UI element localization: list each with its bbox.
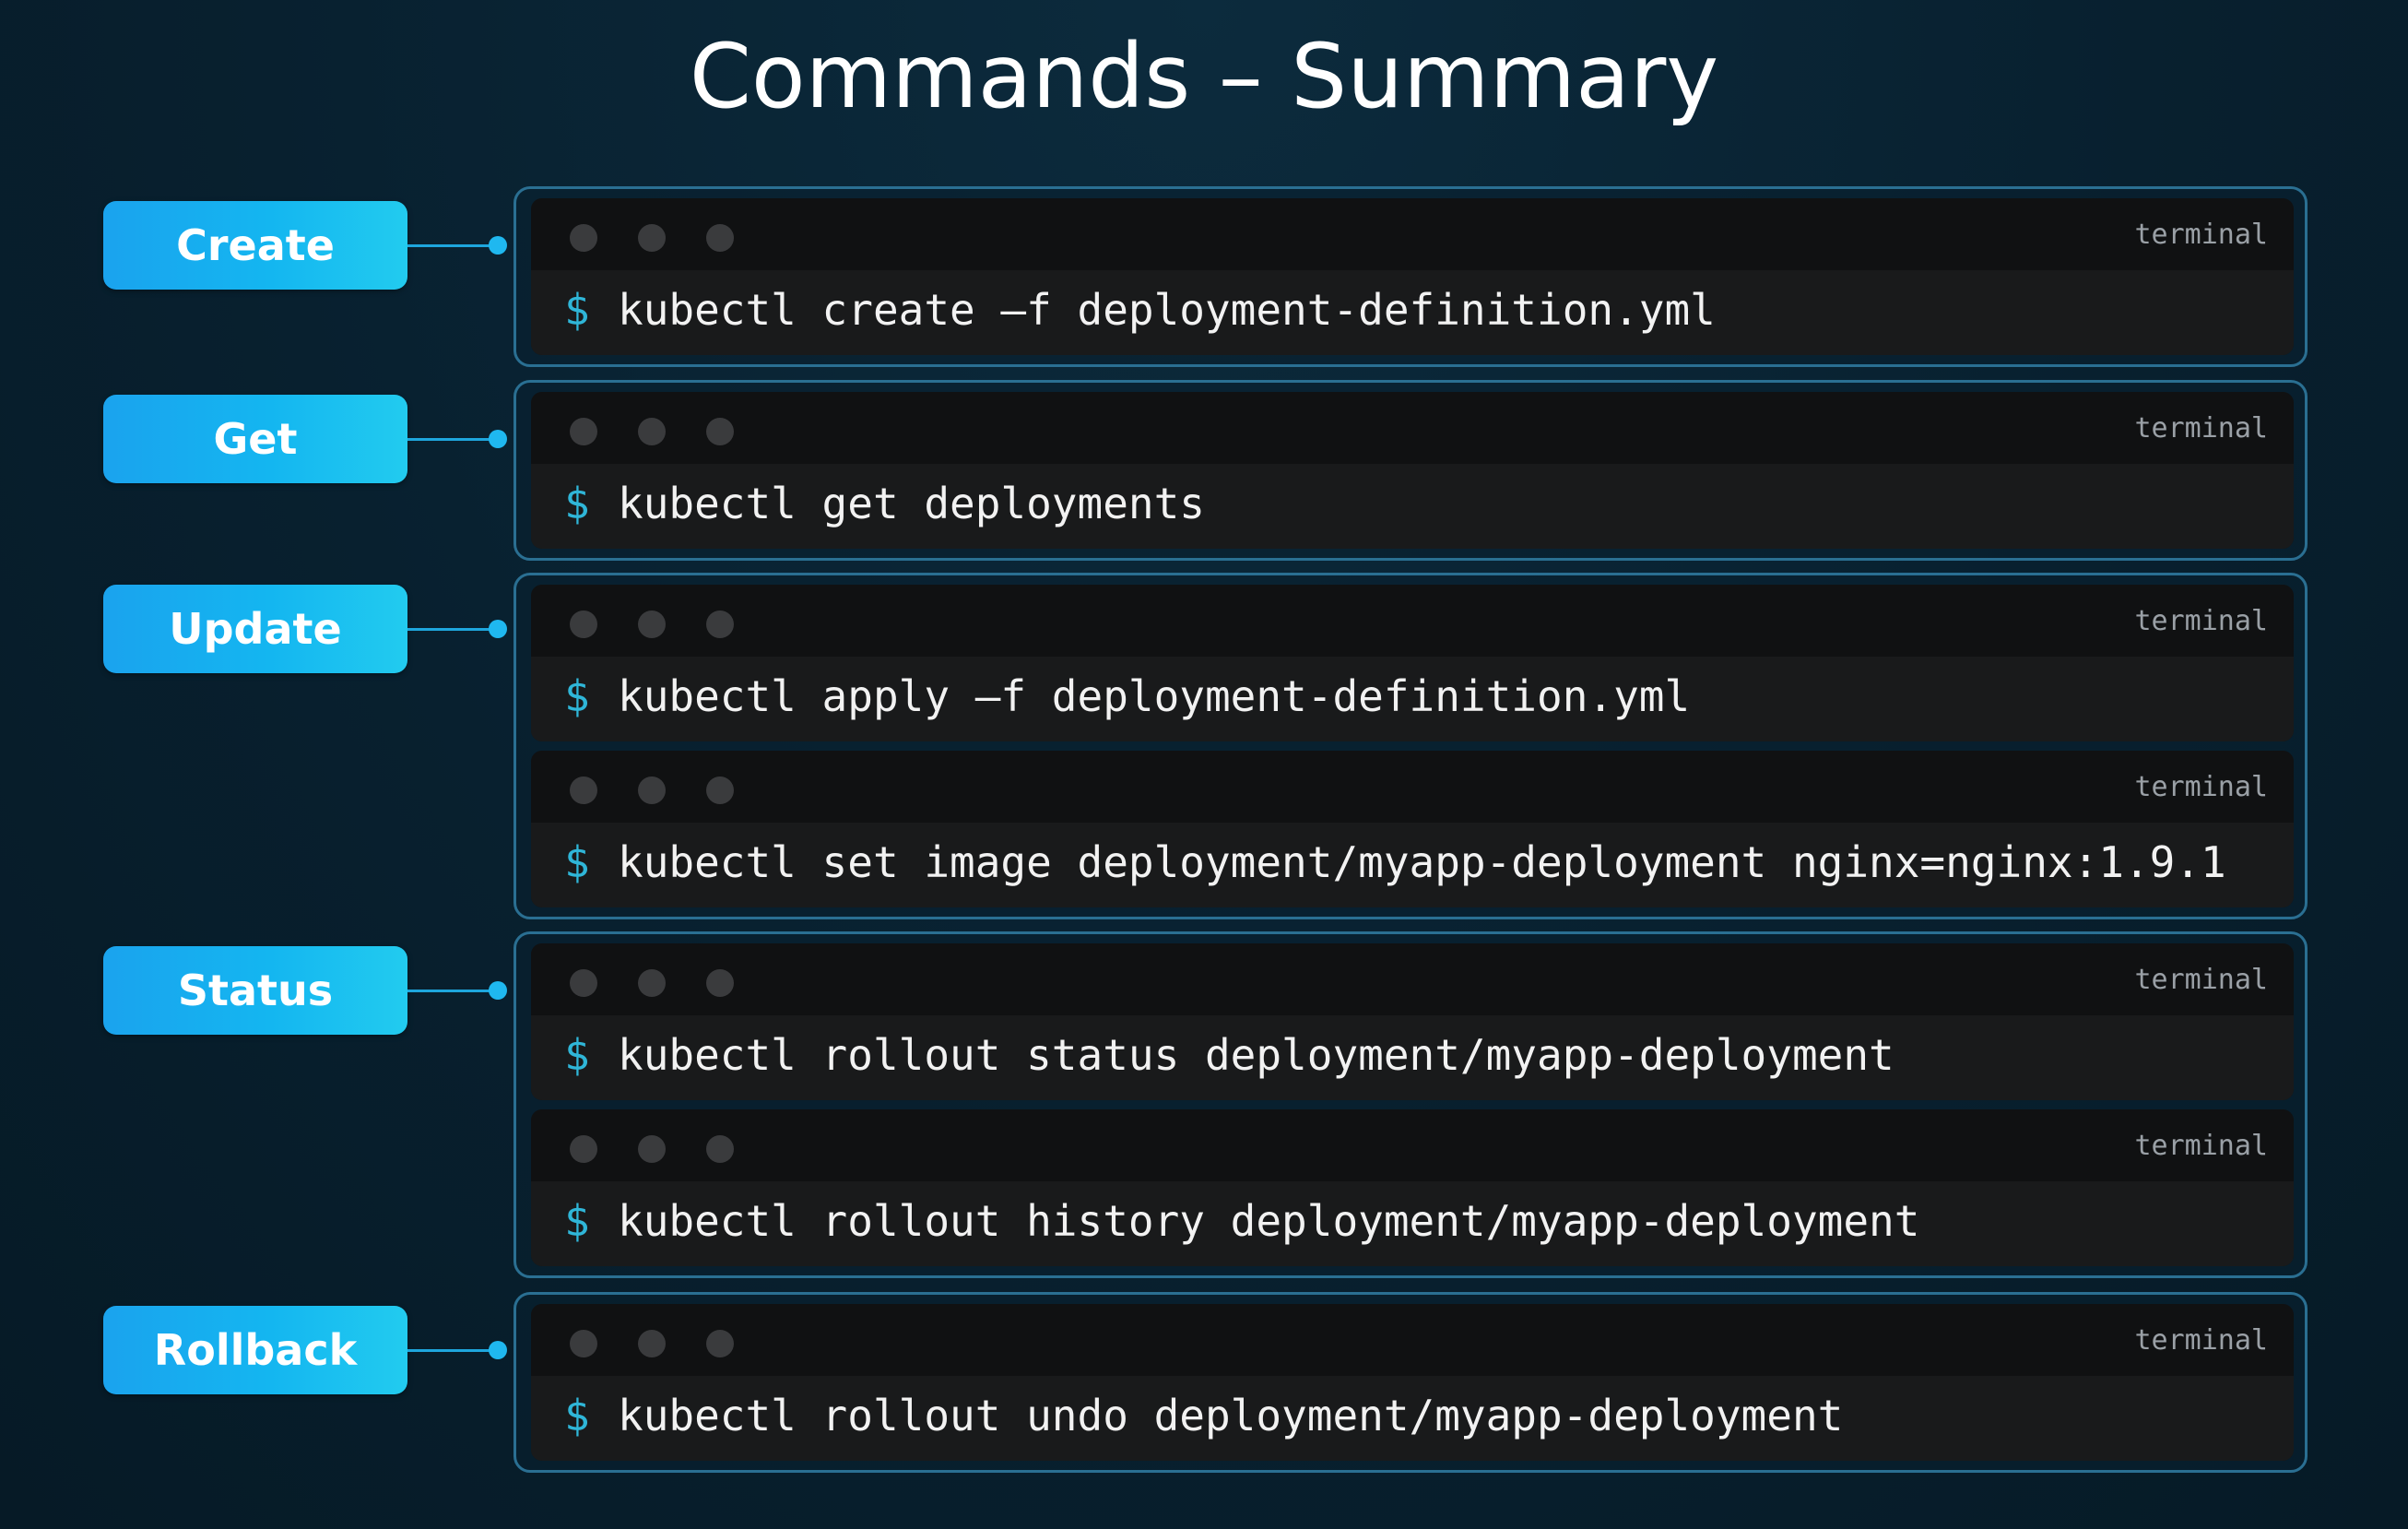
update-label: Update [103, 585, 407, 673]
terminal-body: $ kubectl create –f deployment-definitio… [531, 270, 2294, 355]
terminal-body: $ kubectl rollout undo deployment/myapp-… [531, 1376, 2294, 1461]
terminal-titlebar: terminal [531, 751, 2294, 823]
window-dot-icon [570, 776, 597, 804]
window-dot-icon [638, 610, 666, 638]
window-dot-icon [706, 776, 734, 804]
window-dot-icon [706, 969, 734, 997]
window-dot-icon [570, 224, 597, 252]
status-connector-dot [489, 981, 507, 1000]
prompt-symbol: $ [564, 1030, 590, 1080]
terminal-body: $ kubectl rollout history deployment/mya… [531, 1181, 2294, 1266]
command-text: kubectl rollout history deployment/myapp… [618, 1196, 1920, 1246]
page-title: Commands – Summary [689, 25, 1719, 128]
rollback-label: Rollback [103, 1306, 407, 1394]
command-text: kubectl rollout status deployment/myapp-… [618, 1030, 1895, 1080]
update-connector-dot [489, 620, 507, 638]
terminal-body: $ kubectl rollout status deployment/myap… [531, 1015, 2294, 1100]
window-dot-icon [570, 418, 597, 445]
create-command-group: terminal $ kubectl create –f deployment-… [513, 186, 2308, 367]
status-command-group: terminal $ kubectl rollout status deploy… [513, 931, 2308, 1278]
terminal-titlebar: terminal [531, 392, 2294, 464]
terminal-titlebar: terminal [531, 1304, 2294, 1376]
window-dot-icon [638, 224, 666, 252]
prompt-symbol: $ [564, 837, 590, 887]
rollback-command-group: terminal $ kubectl rollout undo deployme… [513, 1292, 2308, 1473]
window-dot-icon [570, 1135, 597, 1163]
get-command-group: terminal $ kubectl get deployments [513, 380, 2308, 561]
window-dot-icon [638, 776, 666, 804]
rollback-connector [407, 1349, 494, 1352]
terminal-body: $ kubectl get deployments [531, 464, 2294, 549]
window-dot-icon [570, 969, 597, 997]
status-label: Status [103, 946, 407, 1035]
create-connector-dot [489, 236, 507, 255]
terminal-window: terminal $ kubectl rollout undo deployme… [531, 1304, 2294, 1461]
window-dot-icon [706, 610, 734, 638]
terminal-tag: terminal [2134, 1324, 2269, 1357]
terminal-tag: terminal [2134, 964, 2269, 996]
window-dot-icon [706, 224, 734, 252]
terminal-window: terminal $ kubectl set image deployment/… [531, 751, 2294, 907]
terminal-tag: terminal [2134, 219, 2269, 251]
get-connector-dot [489, 430, 507, 448]
terminal-body: $ kubectl set image deployment/myapp-dep… [531, 823, 2294, 907]
terminal-body: $ kubectl apply –f deployment-definition… [531, 657, 2294, 741]
terminal-window: terminal $ kubectl create –f deployment-… [531, 198, 2294, 355]
prompt-symbol: $ [564, 1391, 590, 1440]
terminal-titlebar: terminal [531, 1109, 2294, 1181]
command-text: kubectl apply –f deployment-definition.y… [618, 671, 1691, 721]
window-dot-icon [706, 418, 734, 445]
create-connector [407, 244, 494, 247]
terminal-tag: terminal [2134, 605, 2269, 637]
update-command-group: terminal $ kubectl apply –f deployment-d… [513, 573, 2308, 919]
command-text: kubectl create –f deployment-definition.… [618, 285, 1716, 335]
terminal-tag: terminal [2134, 1130, 2269, 1162]
window-dot-icon [570, 610, 597, 638]
prompt-symbol: $ [564, 479, 590, 528]
window-dot-icon [638, 969, 666, 997]
prompt-symbol: $ [564, 1196, 590, 1246]
terminal-window: terminal $ kubectl get deployments [531, 392, 2294, 549]
update-connector [407, 628, 494, 631]
terminal-window: terminal $ kubectl rollout history deplo… [531, 1109, 2294, 1266]
prompt-symbol: $ [564, 285, 590, 335]
window-dot-icon [638, 418, 666, 445]
status-connector [407, 990, 494, 992]
prompt-symbol: $ [564, 671, 590, 721]
window-dot-icon [706, 1330, 734, 1357]
terminal-titlebar: terminal [531, 943, 2294, 1015]
terminal-tag: terminal [2134, 412, 2269, 444]
command-text: kubectl set image deployment/myapp-deplo… [618, 837, 2226, 887]
command-text: kubectl rollout undo deployment/myapp-de… [618, 1391, 1844, 1440]
window-dot-icon [638, 1330, 666, 1357]
terminal-window: terminal $ kubectl rollout status deploy… [531, 943, 2294, 1100]
window-dot-icon [570, 1330, 597, 1357]
terminal-titlebar: terminal [531, 198, 2294, 270]
rollback-connector-dot [489, 1341, 507, 1359]
get-connector [407, 438, 494, 441]
terminal-titlebar: terminal [531, 585, 2294, 657]
window-dot-icon [706, 1135, 734, 1163]
terminal-window: terminal $ kubectl apply –f deployment-d… [531, 585, 2294, 741]
get-label: Get [103, 395, 407, 483]
command-text: kubectl get deployments [618, 479, 1205, 528]
create-label: Create [103, 201, 407, 290]
terminal-tag: terminal [2134, 771, 2269, 803]
window-dot-icon [638, 1135, 666, 1163]
